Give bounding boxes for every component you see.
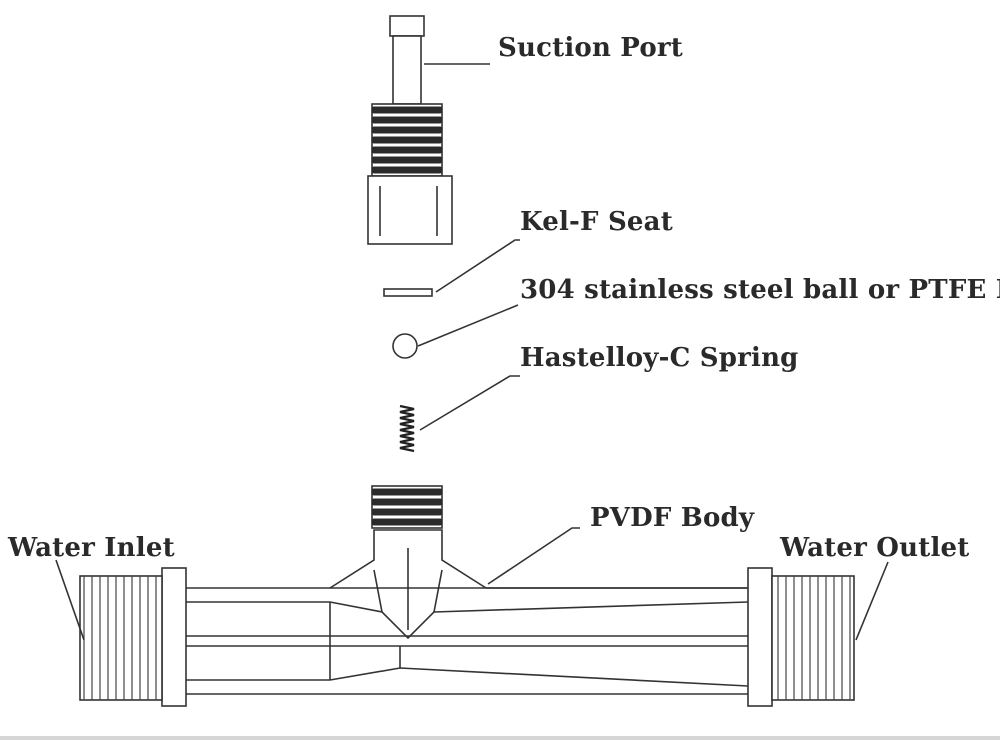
water-inlet-leader — [55, 559, 85, 641]
suction-port-threads — [371, 106, 443, 174]
bottom-rule — [0, 736, 1000, 740]
ball-part — [392, 333, 418, 359]
label-body: PVDF Body — [590, 503, 755, 533]
spring-leader — [419, 375, 520, 431]
spring-part — [398, 404, 416, 454]
kel-f-seat-leader — [435, 239, 520, 293]
label-water-inlet: Water Inlet — [7, 533, 175, 563]
label-kel-f-seat: Kel-F Seat — [520, 207, 673, 237]
water-outlet-leader — [855, 561, 889, 641]
label-ball: 304 stainless steel ball or PTFE Ball — [520, 275, 1000, 305]
water-inlet-threads — [79, 575, 163, 701]
pvdf-body-part — [161, 485, 773, 707]
label-water-outlet: Water Outlet — [779, 533, 969, 563]
kel-f-seat-part — [383, 288, 433, 297]
label-suction-port: Suction Port — [498, 33, 683, 63]
ball-leader — [417, 304, 519, 347]
label-spring: Hastelloy-C Spring — [520, 343, 799, 373]
body-leader — [487, 527, 580, 585]
water-outlet-threads — [771, 575, 855, 701]
suction-port-part — [367, 15, 453, 245]
